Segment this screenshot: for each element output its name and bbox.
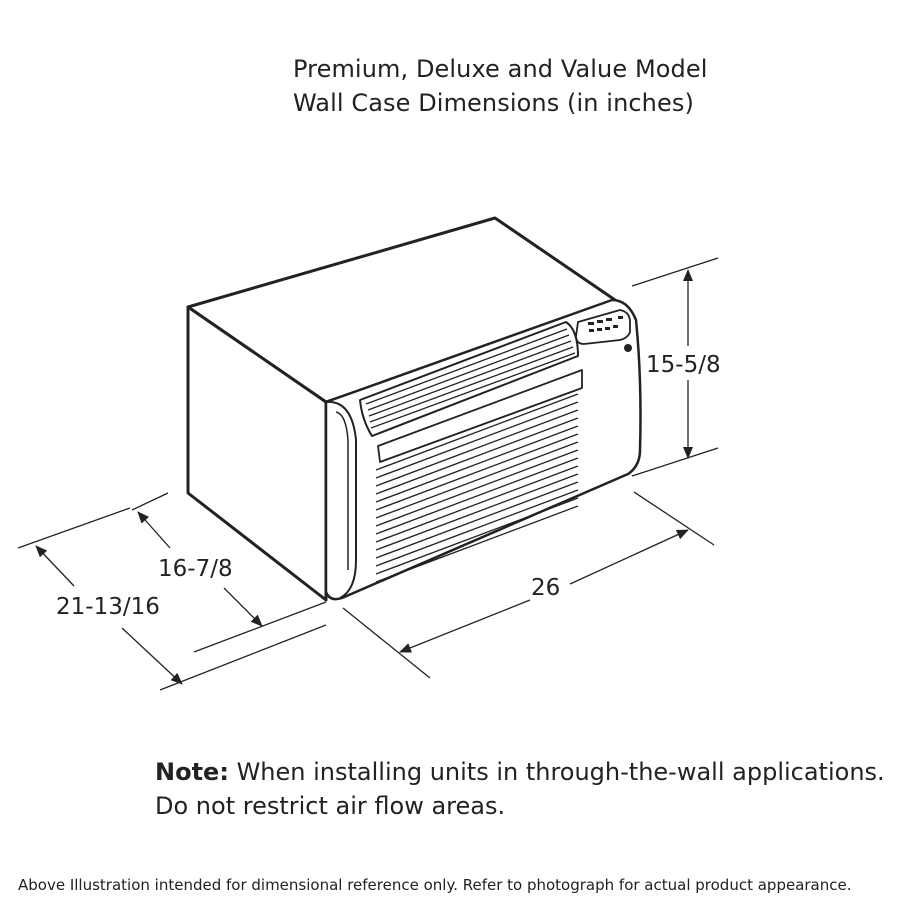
dimension-depth-inner — [131, 492, 327, 653]
case-side-face — [186, 305, 328, 602]
extension-line-top — [631, 257, 719, 287]
extension-line-bottom — [631, 447, 719, 477]
discharge-louver-outline — [359, 321, 579, 437]
extension-line-right — [633, 491, 715, 546]
note-label: Note: — [155, 758, 229, 786]
wall-case-body — [186, 216, 620, 602]
front-panel-outline — [324, 298, 642, 601]
extension-line-front-inner — [193, 601, 327, 653]
indicator-dot — [624, 344, 632, 352]
dimension-height — [631, 257, 719, 477]
side-inner-edge — [335, 411, 349, 570]
side-rounded-edge — [325, 400, 357, 599]
diagram-title: Premium, Deluxe and Value Model Wall Cas… — [293, 52, 708, 120]
width-label: 26 — [531, 575, 560, 601]
dimension-arrow-front-outer — [121, 627, 183, 685]
dimension-width — [342, 491, 715, 679]
depth-inner-label: 16-7/8 — [158, 556, 233, 582]
height-label: 15-5/8 — [646, 352, 721, 378]
extension-line-front-outer — [159, 624, 327, 691]
note-line-1: When installing units in through-the-wal… — [236, 758, 885, 786]
control-buttons — [588, 316, 623, 332]
depth-outer-label: 21-13/16 — [56, 594, 160, 620]
dimension-arrow-back-outer — [35, 545, 75, 587]
dimension-arrow-right — [569, 529, 689, 585]
extension-line-left — [342, 607, 431, 679]
title-line-2: Wall Case Dimensions (in inches) — [293, 89, 694, 117]
control-panel — [575, 309, 631, 345]
front-panel — [324, 298, 642, 601]
dimension-depth-outer — [17, 507, 327, 691]
dimension-arrow-left — [399, 599, 531, 653]
installation-note: Note: When installing units in through-t… — [155, 755, 885, 823]
discharge-louver-slats — [365, 328, 576, 429]
title-line-1: Premium, Deluxe and Value Model — [293, 55, 708, 83]
dimension-arrow-back-inner — [137, 511, 171, 549]
dimension-arrow-front-inner — [223, 587, 263, 627]
disclaimer-text: Above Illustration intended for dimensio… — [18, 876, 852, 894]
note-line-2: Do not restrict air flow areas. — [155, 792, 506, 820]
intake-grille-slats — [375, 393, 579, 583]
extension-line-back-outer — [17, 507, 131, 549]
intake-grille-outline — [377, 369, 583, 463]
extension-line-back-inner — [131, 492, 169, 511]
